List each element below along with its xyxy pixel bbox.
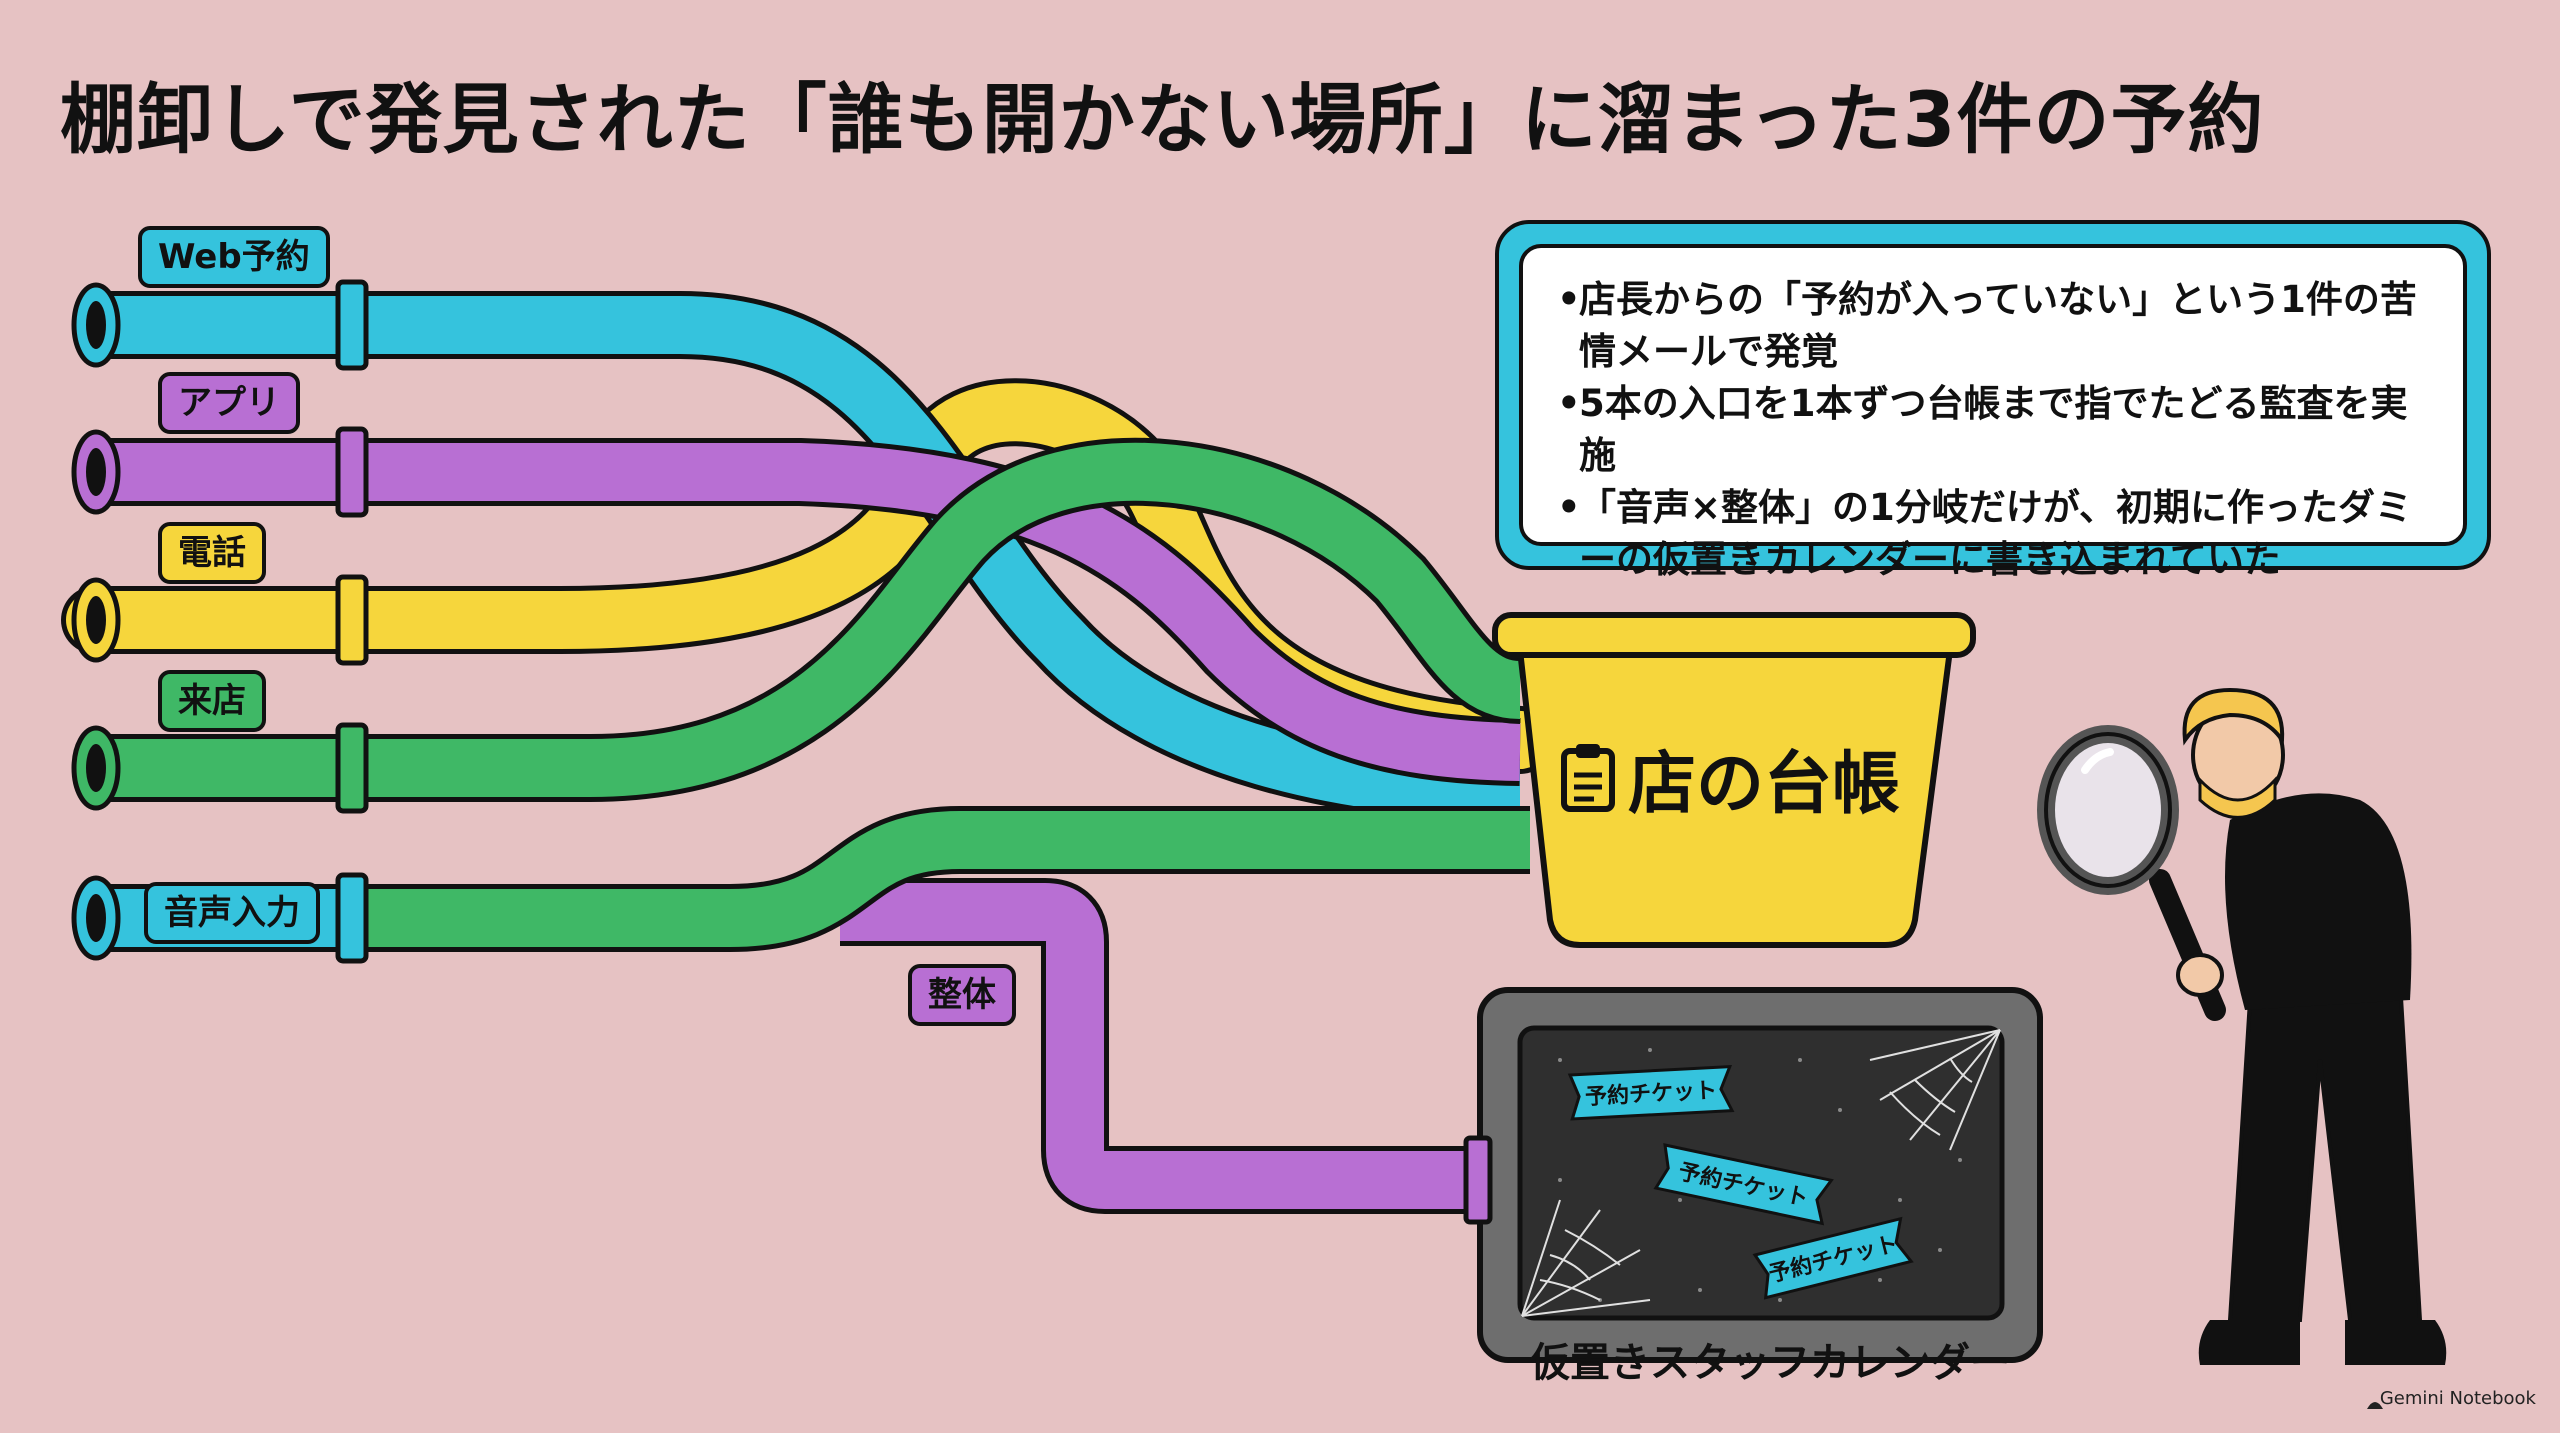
opening-app: [71, 429, 121, 515]
info-list: 店長からの「予約が入っていない」という1件の苦情メールで発覚 5本の入口を1本ず…: [1557, 274, 2429, 586]
label-phone: 電話: [158, 522, 266, 584]
info-item: 「音声×整体」の1分岐だけが、初期に作ったダミーの仮置きカレンダーに書き込まれて…: [1557, 482, 2429, 586]
staff-calendar-box: 予約チケット 予約チケット 予約チケット: [1463, 987, 2043, 1363]
label-web: Web予約: [138, 226, 330, 288]
info-item: 5本の入口を1本ずつ台帳まで指でたどる監査を実施: [1557, 378, 2429, 482]
label-app: アプリ: [158, 372, 300, 434]
pipe-openings: [71, 282, 121, 961]
staff-calendar-label: 仮置きスタッフカレンダー: [1530, 1340, 2010, 1386]
page-title: 棚卸しで発見された「誰も開かない場所」に溜まった3件の予約: [60, 75, 2265, 164]
credit-text: Gemini Notebook: [2379, 1388, 2536, 1409]
info-box: 店長からの「予約が入っていない」という1件の苦情メールで発覚 5本の入口を1本ず…: [1495, 220, 2491, 581]
opening-voice: [71, 875, 121, 961]
label-voice: 音声入力: [144, 882, 320, 944]
gemini-logo-icon: [2367, 1402, 2383, 1409]
pipe-web: [95, 291, 1521, 824]
pipe-couplings: [335, 279, 369, 964]
cobweb-bottom-left: [1521, 1199, 1651, 1317]
opening-store: [71, 725, 121, 811]
pipe-store: [95, 437, 1523, 802]
cobweb-top-right: [1869, 1029, 2001, 1151]
label-store: 来店: [158, 670, 266, 732]
info-item: 店長からの「予約が入っていない」という1件の苦情メールで発覚: [1557, 274, 2429, 378]
ledger-label: 店の台帳: [1560, 732, 1900, 824]
info-box-inner: 店長からの「予約が入っていない」という1件の苦情メールで発覚 5本の入口を1本ず…: [1519, 244, 2467, 581]
detective-figure: [2037, 687, 2447, 1365]
pipe-branch-seitai: [840, 878, 1490, 1214]
label-branch-seitai: 整体: [908, 964, 1016, 1026]
ledger-title: 店の台帳: [1628, 744, 1901, 824]
clipboard-icon: [1561, 744, 1615, 812]
credit: Gemini Notebook: [2380, 1388, 2536, 1409]
ledger-bucket: [1492, 612, 1976, 948]
ticket-1: 予約チケット: [1567, 1065, 1735, 1121]
opening-web: [71, 282, 121, 368]
opening-phone: [71, 577, 121, 663]
